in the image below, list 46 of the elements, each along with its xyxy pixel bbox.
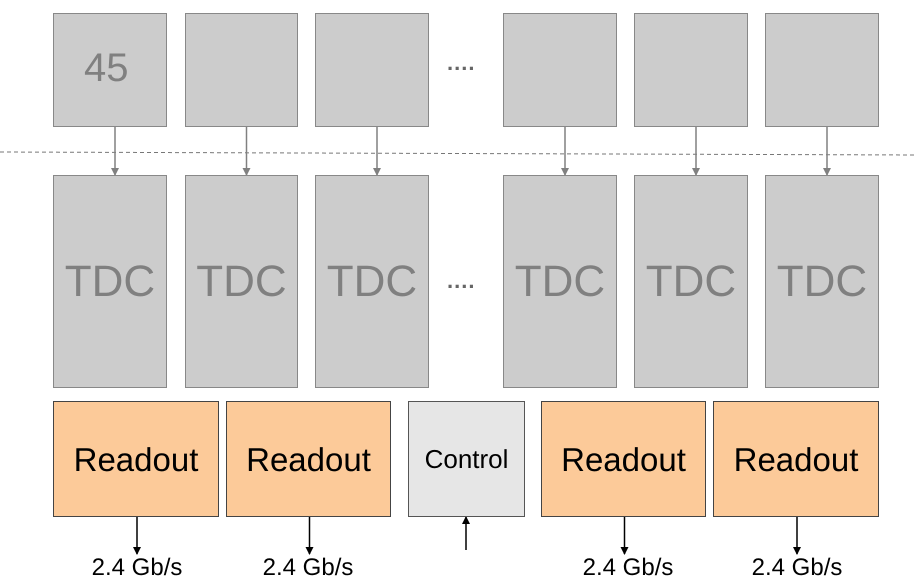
box-label: TDC bbox=[776, 260, 868, 304]
readout-box bbox=[713, 401, 879, 517]
block-box bbox=[185, 13, 298, 127]
rate-text: 2.4 Gb/s bbox=[752, 556, 842, 580]
arrow bbox=[823, 127, 831, 176]
rate-text: 2.4 Gb/s bbox=[92, 556, 182, 580]
box-label: Readout bbox=[561, 442, 686, 476]
box-label: TDC bbox=[514, 260, 606, 304]
ellipsis-label: .... bbox=[447, 268, 476, 294]
arrow bbox=[111, 127, 119, 176]
ellipsis-label: .... bbox=[447, 50, 476, 76]
tdc-box bbox=[53, 175, 167, 388]
tdc-box bbox=[634, 175, 748, 388]
box-label: TDC bbox=[196, 260, 287, 304]
tdc-box bbox=[765, 175, 879, 388]
readout-box bbox=[541, 401, 706, 517]
tdc-box bbox=[315, 175, 429, 388]
box-label: Control bbox=[424, 446, 508, 472]
arrow bbox=[306, 517, 314, 555]
block-box bbox=[503, 13, 617, 127]
block-box bbox=[315, 13, 429, 127]
arrow bbox=[133, 517, 141, 555]
arrow bbox=[620, 517, 628, 555]
box-label: TDC bbox=[326, 260, 418, 304]
arrow bbox=[793, 517, 801, 555]
readout-box bbox=[53, 401, 219, 517]
box-label: Readout bbox=[74, 442, 198, 476]
readout-box bbox=[226, 401, 391, 517]
box-label: Readout bbox=[734, 442, 858, 476]
rate-text: 2.4 Gb/s bbox=[262, 556, 354, 580]
box-label: Readout bbox=[246, 442, 371, 476]
tdc-box bbox=[503, 175, 617, 388]
block-box bbox=[53, 13, 167, 127]
arrow bbox=[692, 127, 700, 176]
box-label: TDC bbox=[646, 260, 736, 304]
box-label: 45 bbox=[84, 48, 128, 88]
arrow bbox=[373, 127, 381, 176]
tdc-box bbox=[185, 175, 298, 388]
arrow bbox=[462, 516, 470, 550]
rate-text: 2.4 Gb/s bbox=[582, 556, 674, 580]
block-box bbox=[634, 13, 748, 127]
box-label: TDC bbox=[64, 260, 156, 304]
arrow bbox=[242, 127, 250, 176]
arrow bbox=[561, 127, 569, 176]
block-box bbox=[765, 13, 879, 127]
control-box bbox=[408, 401, 525, 517]
